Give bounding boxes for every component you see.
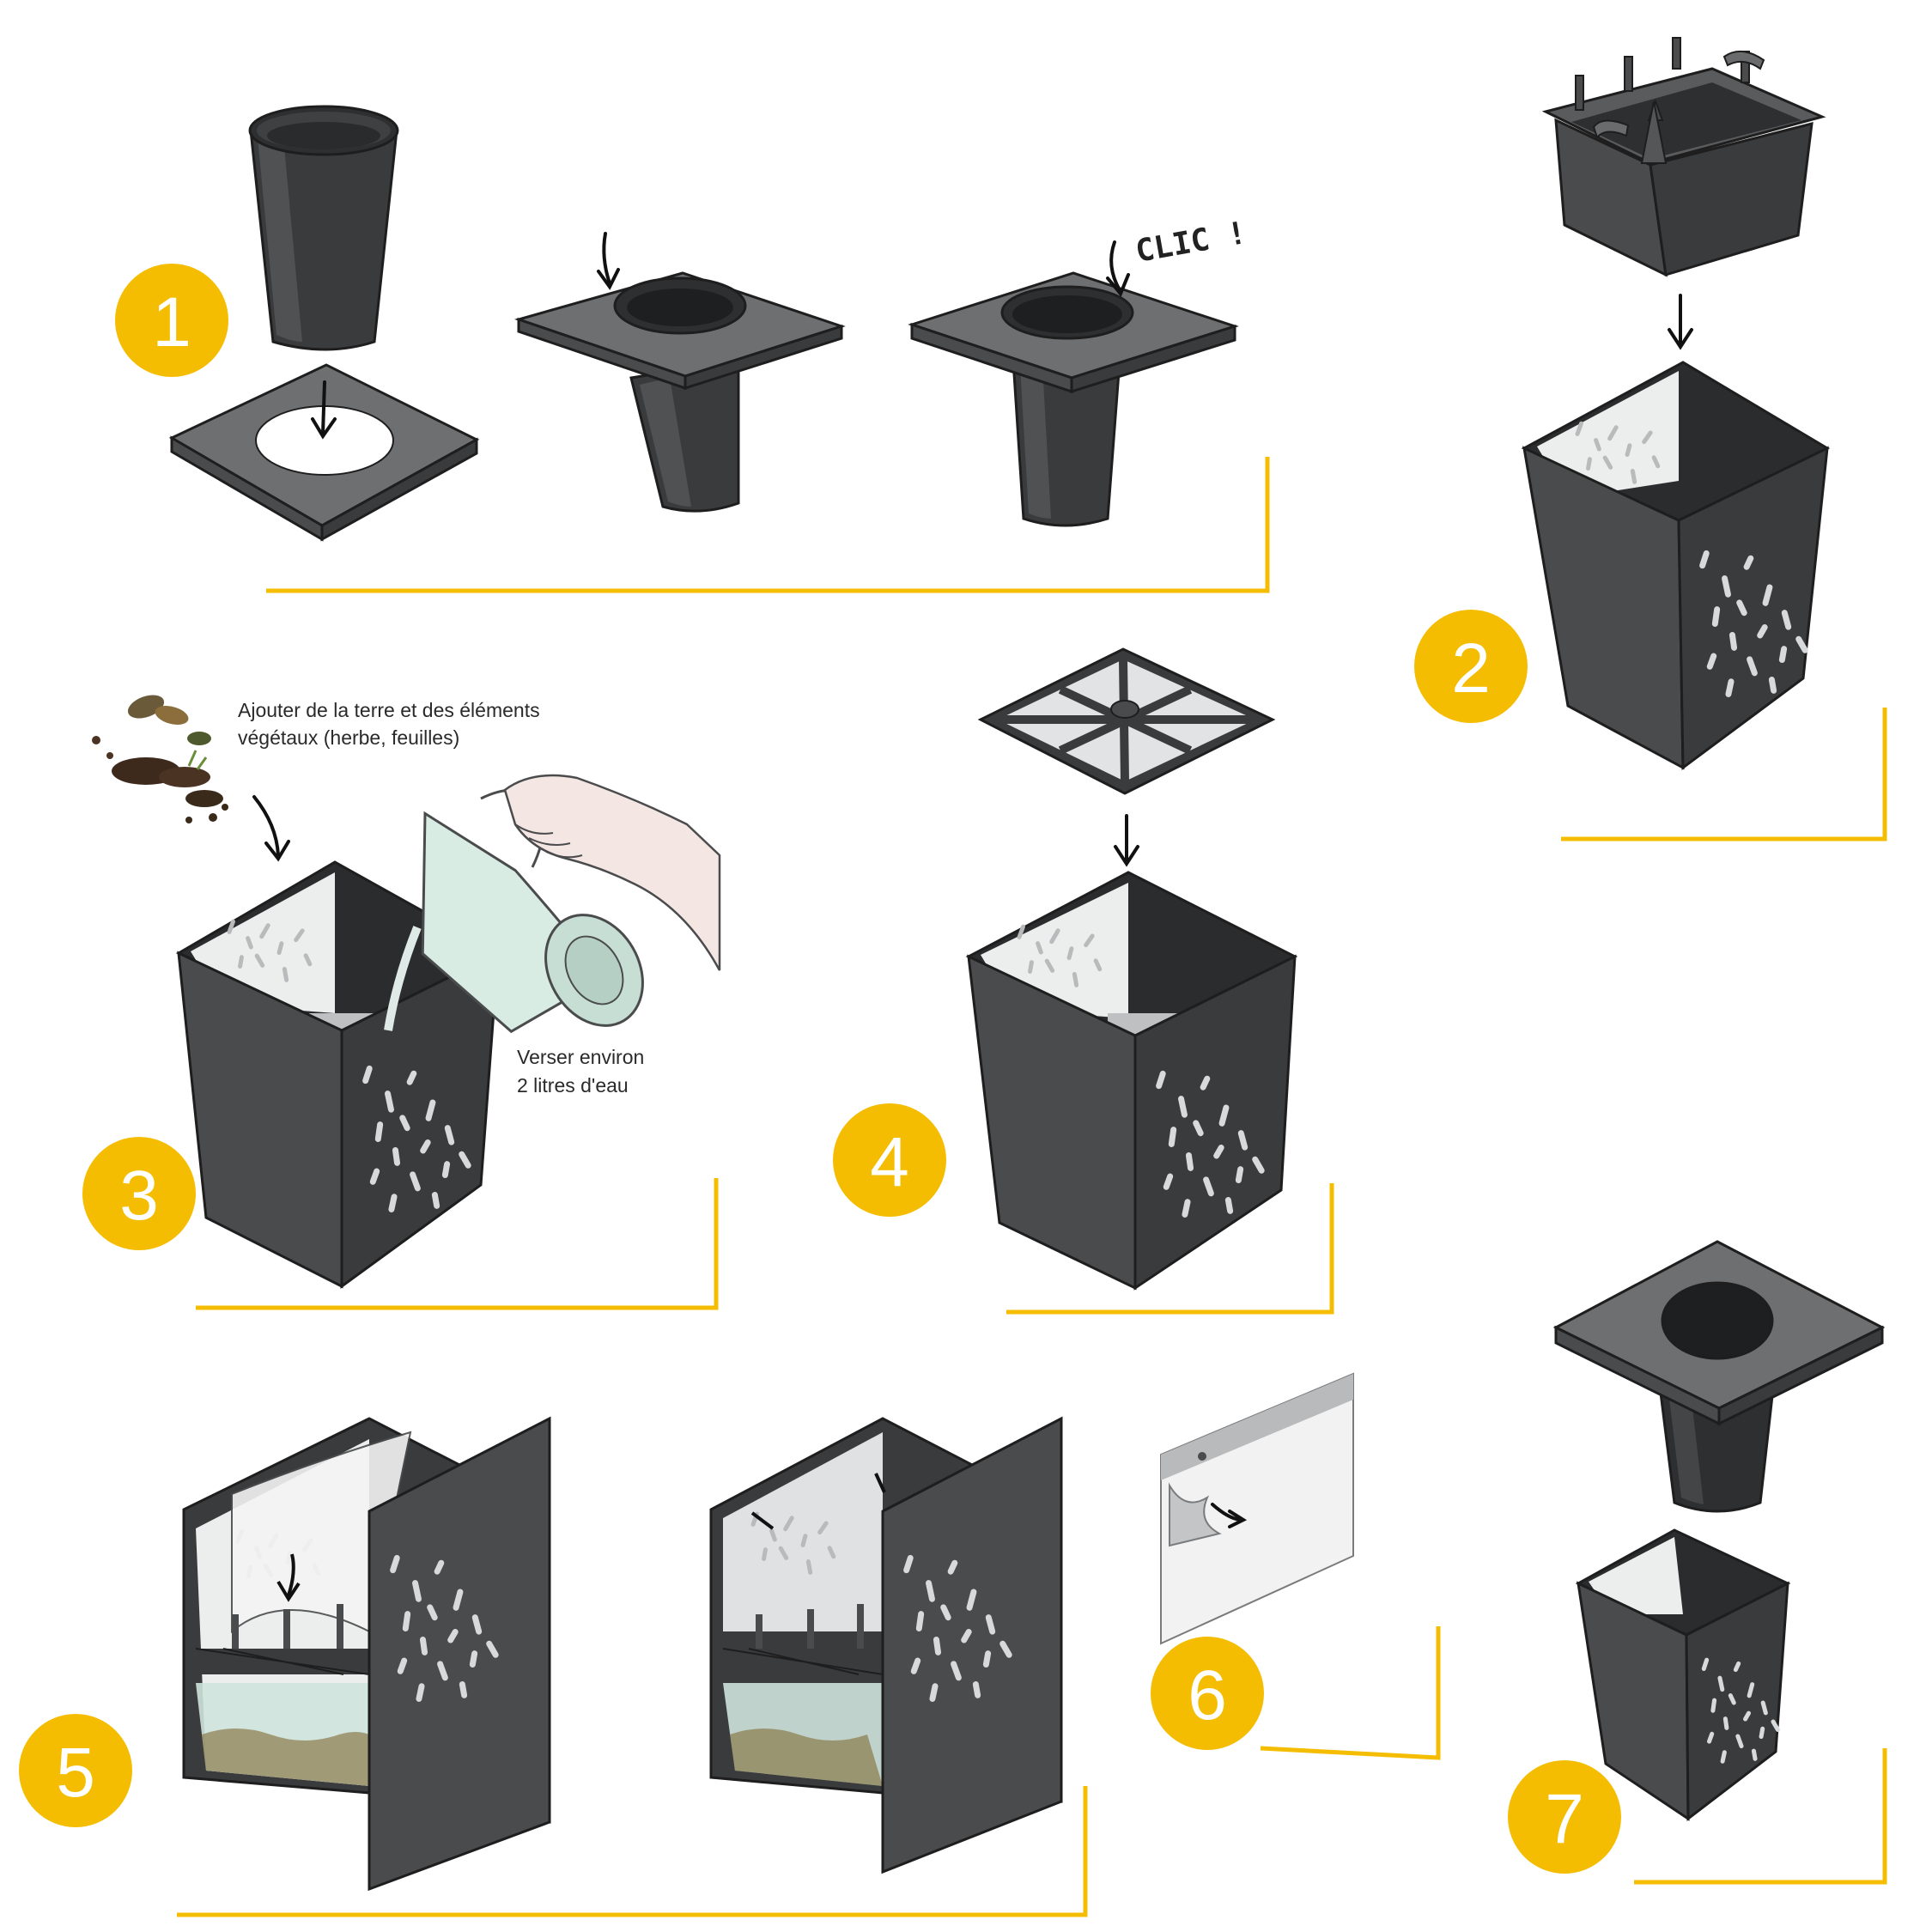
step1-plate-with-pot-clicked — [908, 271, 1239, 527]
step3-box — [175, 860, 501, 1289]
step-4-illustrations — [965, 647, 1298, 1291]
step-2-illustrations — [1521, 37, 1831, 770]
step-number-1: 1 — [152, 283, 191, 361]
step2-down-arrow — [1668, 294, 1693, 350]
step1-bracket — [266, 457, 1270, 593]
step-number-6: 6 — [1188, 1656, 1227, 1735]
step1-clic-arrow — [1106, 240, 1130, 297]
step2-bracket — [1561, 708, 1887, 841]
step7-bracket — [1634, 1748, 1887, 1885]
water-instruction-line2: 2 litres d'eau — [517, 1074, 629, 1097]
step7-lid-with-pot — [1552, 1240, 1886, 1513]
water-jug-icon — [421, 788, 644, 1034]
water-stream — [384, 926, 422, 1031]
step1-inner-pot — [248, 105, 399, 351]
step-3-illustrations: Ajouter de la terre et des éléments végé… — [92, 695, 721, 1289]
step1-down-arrow — [311, 380, 337, 440]
step-badge-1 — [115, 264, 228, 377]
filter-grid — [977, 647, 1276, 795]
clic-label: CLIC ! — [1133, 216, 1249, 270]
step-7-illustrations — [1552, 1240, 1886, 1822]
step-number-3: 3 — [119, 1157, 159, 1235]
step-1-illustrations: CLIC ! — [168, 105, 1249, 542]
soil-and-leaves-icon — [92, 695, 228, 823]
step-badge-6 — [1151, 1637, 1264, 1750]
step-number-5: 5 — [56, 1734, 95, 1812]
soil-instruction-line1: Ajouter de la terre et des éléments — [238, 699, 540, 721]
step-badge-4 — [833, 1103, 946, 1217]
step-badge-2 — [1414, 610, 1528, 723]
step1-plate-with-pot-tilted — [513, 271, 846, 513]
step4-box — [965, 871, 1298, 1291]
soil-arrow — [252, 795, 290, 862]
step4-bracket — [1006, 1183, 1334, 1315]
step5-bracket — [177, 1786, 1088, 1917]
step5-cutaway-box-right — [709, 1416, 1063, 1874]
step3-bracket — [196, 1178, 719, 1310]
water-instruction-line1: Verser environ — [517, 1046, 644, 1068]
step-badge-5 — [19, 1714, 132, 1827]
adhesive-sheet — [1160, 1372, 1354, 1645]
step-number-4: 4 — [870, 1123, 909, 1201]
step2-box — [1521, 361, 1831, 770]
step5-cutaway-box-left — [182, 1416, 551, 1892]
step-number-7: 7 — [1545, 1780, 1584, 1858]
step-5-illustrations — [182, 1416, 1063, 1892]
step-number-2: 2 — [1451, 629, 1491, 708]
step6-bracket — [1260, 1626, 1441, 1760]
step-badge-7 — [1508, 1760, 1621, 1874]
step4-down-arrow — [1114, 814, 1139, 867]
step-badge-3 — [82, 1137, 196, 1250]
soil-instruction-line2: végétaux (herbe, feuilles) — [238, 726, 459, 749]
step1-square-plate — [168, 363, 480, 542]
step7-box — [1575, 1528, 1791, 1822]
step2-inner-basket — [1541, 37, 1826, 277]
peel-arrow — [1211, 1503, 1248, 1528]
step-6-illustrations — [1160, 1372, 1354, 1645]
hand-icon — [503, 774, 721, 971]
step1-press-arrow — [597, 232, 620, 290]
